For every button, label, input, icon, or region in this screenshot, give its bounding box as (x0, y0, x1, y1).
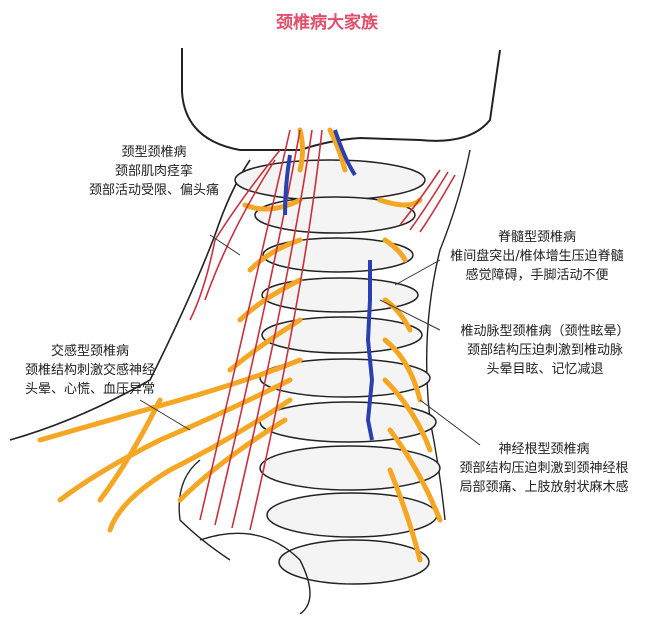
left-shoulder-lower-outline (178, 459, 231, 561)
neck-type-line2: 颈部活动受限、偏头痛 (88, 183, 219, 198)
vertebral-artery (283, 129, 375, 441)
vertebra-c3 (262, 237, 414, 273)
sternocleidomastoid-3 (231, 129, 313, 529)
leader-nerve-root (419, 399, 481, 446)
neck-type-name: 颈型颈椎病 (121, 145, 187, 160)
vertebra-c2 (254, 196, 416, 234)
nerve-left-plexus-1 (37, 357, 303, 443)
nerve-right-3 (382, 337, 423, 403)
scalene-1 (189, 149, 281, 321)
nerve-right-6 (387, 467, 423, 563)
vertebra-c6 (259, 358, 431, 398)
leader-sympathetic (139, 399, 191, 431)
label-neck-type: 颈型颈椎病 颈部肌肉痉挛 颈部活动受限、偏头痛 (64, 143, 244, 200)
sympathetic-type-name: 交感型颈椎病 (50, 344, 129, 359)
nerve-top-1 (327, 127, 348, 173)
sternocleidomastoid-4 (249, 129, 323, 531)
vertebral-artery-type-name: 椎动脉型颈椎病（颈性眩晕） (460, 324, 630, 339)
splenius-right-3 (419, 174, 456, 233)
vertebra-c5 (261, 316, 423, 354)
leader-lines (139, 234, 481, 446)
sternocleidomastoid-2 (214, 129, 301, 526)
label-sympathetic-type: 交感型颈椎病 颈椎结构刺激交感神经 头晕、心慌、血压异常 (2, 342, 178, 399)
vertebral-artery-type-line1: 颈部结构压迫刺激到椎动脉 (466, 343, 623, 358)
artery-left (283, 154, 292, 216)
spinal-cord-type-line1: 椎间盘突出/椎体增生压迫脊髓 (450, 249, 624, 264)
nerve-root-type-line2: 局部颈痛、上肢放射状麻木感 (459, 480, 629, 495)
nerve-top-2 (297, 127, 305, 173)
artery-right (365, 260, 375, 441)
leader-vertebral-artery (379, 299, 441, 331)
vertebra-t3 (278, 539, 430, 585)
nerve-root-type-name: 神经根型颈椎病 (498, 442, 590, 457)
nerve-left-plexus-5 (97, 397, 163, 503)
sternocleidomastoid-1 (199, 129, 291, 521)
vertebra-c4 (261, 277, 419, 313)
sympathetic-type-line1: 颈椎结构刺激交感神经 (24, 363, 155, 378)
artery-top (333, 129, 357, 177)
nerve-left-mid-1 (237, 277, 303, 323)
leader-neck-type (209, 234, 241, 256)
scalene-2 (204, 159, 276, 301)
muscle-group (189, 129, 456, 531)
label-nerve-root-type: 神经根型颈椎病 颈部结构压迫刺激到颈神经根 局部颈痛、上肢放射状麻木感 (440, 440, 648, 497)
left-shoulder-outline (9, 159, 251, 441)
splenius-right-2 (409, 171, 449, 231)
nerve-right-5 (387, 427, 443, 523)
nerve-left-plexus-4 (177, 417, 288, 503)
sympathetic-type-line2: 头晕、心慌、血压异常 (24, 382, 155, 397)
head-outline (181, 48, 501, 151)
vertebra-c1 (234, 159, 426, 201)
splenius-right-1 (399, 169, 441, 226)
nerve-right-upper-1 (377, 197, 423, 208)
label-spinal-cord-type: 脊髓型颈椎病 椎间盘突出/椎体增生压迫脊髓 感觉障碍，手脚活动不便 (432, 228, 642, 285)
nerve-left-upper-2 (247, 237, 303, 273)
nerve-right-2 (382, 297, 413, 333)
leader-spinal-cord (394, 259, 441, 286)
nerve-left-plexus-2 (57, 377, 293, 503)
nerve-right-1 (382, 237, 408, 263)
nerve-right-4 (382, 377, 433, 453)
neck-type-line1: 颈部肌肉痉挛 (114, 164, 193, 179)
vertebral-artery-type-line2: 头晕目眩、记忆减退 (486, 362, 604, 377)
spinal-cord-type-line2: 感觉障碍，手脚活动不便 (465, 268, 609, 283)
label-vertebral-artery-type: 椎动脉型颈椎病（颈性眩晕） 颈部结构压迫刺激到椎动脉 头晕目眩、记忆减退 (442, 322, 648, 379)
rib-outline (199, 532, 311, 615)
nerve-root-type-line1: 颈部结构压迫刺激到颈神经根 (459, 461, 629, 476)
spinal-cord-type-name: 脊髓型颈椎病 (497, 230, 576, 245)
page-title: 颈椎病大家族 (276, 13, 378, 33)
